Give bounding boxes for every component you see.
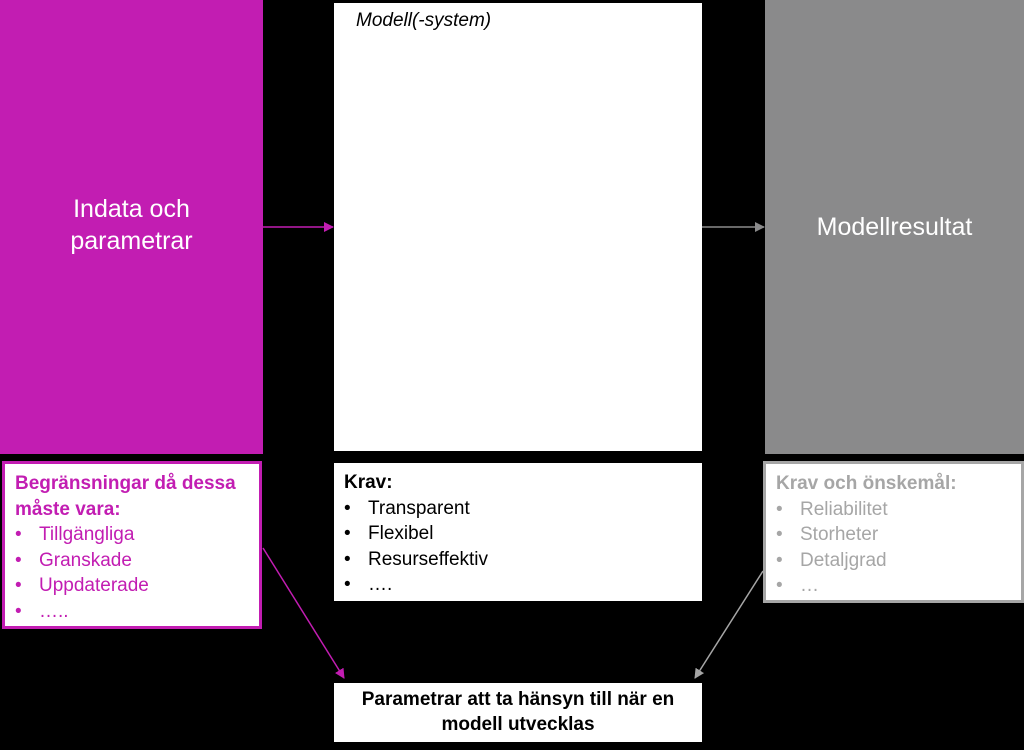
list-item: • Reliabilitet [776,497,1011,523]
list-item: • Tillgängliga [15,522,249,548]
bullet-icon: • [344,548,351,570]
list-item-label: Flexibel [368,523,434,544]
list-item-label: Detaljgrad [800,549,887,571]
list-item-label: Transparent [368,497,470,519]
arrow-wishes-to-bottom [694,570,764,679]
model-box-title: Modell(-system) [356,10,492,31]
limits-box: Begränsningar då dessa måste vara: • Till… [2,461,262,629]
model-box: Modell(-system) [334,3,702,451]
list-item-label: …. [368,574,393,595]
result-box-title: Modellresultat [816,212,973,241]
list-item: • ….. [15,599,249,625]
bullet-icon: • [776,575,783,596]
list-item-label: … [800,575,819,596]
bullet-icon: • [776,498,783,520]
bullet-icon: • [344,497,351,519]
wishes-box: Krav och önskemål: • Reliabilitet • Storhe… [763,461,1024,603]
input-box: Indata och parametrar [0,0,263,454]
limits-list: • Tillgängliga • Granskade • Uppdaterade • …… [15,522,249,624]
bullet-icon: • [776,549,783,571]
requirements-heading: Krav: [344,472,393,493]
list-item-label: Resurseffektiv [368,548,489,570]
list-item: •… [776,573,1011,599]
bullet-icon: • [15,549,22,571]
list-item: • Uppdaterade [15,573,249,599]
requirements-list: • Transparent • Flexibel • Resurseffektiv •… [344,496,692,598]
wishes-list: •Reliabilitet •Storheter •Detaljgrad •… [776,497,1011,599]
requirements-box: Krav: • Transparent • Flexibel • Resurseffe… [334,463,702,601]
bullet-icon: • [15,600,22,622]
list-item-label: Uppdaterade [39,575,149,596]
limits-heading: Begränsningar då dessa måste vara: [15,473,236,520]
wishes-heading: Krav och önskemål: [776,473,957,494]
bottom-box: Parametrar att ta hänsyn till när en mod… [334,683,702,742]
list-item: • Transparent [344,496,692,522]
list-item-label: Tillgängliga [39,524,135,545]
bullet-icon: • [344,574,351,595]
bullet-icon: • [15,524,22,545]
bullet-icon: • [344,523,351,544]
list-item: • Resurseffektiv [344,547,692,573]
input-box-title: Indata och parametrar [70,194,193,255]
arrow-limits-to-bottom [262,547,345,679]
list-item: • Flexibel [344,521,692,547]
bullet-icon: • [776,524,783,545]
list-item: • Storheter [776,522,1011,548]
list-item: • Detaljgrad [776,548,1011,574]
list-item-label: Granskade [39,549,132,571]
list-item-label: Storheter [800,524,879,545]
list-item: • Granskade [15,548,249,574]
bullet-icon: • [15,575,22,596]
list-item: • …. [344,572,692,598]
result-box: Modellresultat [765,0,1024,454]
list-item-label: Reliabilitet [800,498,888,520]
list-item-label: ….. [39,600,69,622]
bottom-box-text: Parametrar att ta hänsyn till när en mod… [361,689,675,735]
